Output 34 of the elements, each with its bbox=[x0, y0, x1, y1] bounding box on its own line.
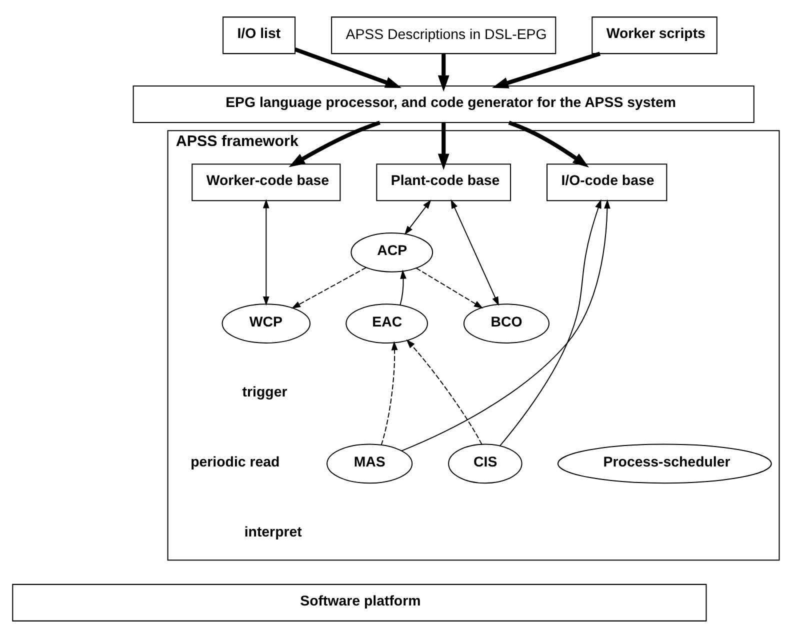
legend-label: interpret bbox=[244, 524, 302, 540]
arrow bbox=[438, 122, 450, 170]
arrow bbox=[508, 120, 589, 168]
arrow bbox=[402, 199, 610, 452]
arrow bbox=[438, 54, 450, 92]
arrow bbox=[291, 267, 366, 309]
arrow bbox=[500, 199, 602, 446]
node-ellipse: EAC bbox=[346, 304, 428, 344]
arrow bbox=[450, 199, 499, 306]
node-box: I/O list bbox=[222, 16, 296, 54]
arrow bbox=[416, 268, 484, 308]
node-ellipse: WCP bbox=[222, 304, 311, 344]
arrow bbox=[294, 47, 402, 88]
node-ellipse: Process-scheduler bbox=[557, 444, 772, 484]
node-box: Worker scripts bbox=[592, 16, 718, 54]
arrow bbox=[262, 199, 270, 306]
node-box: APSS Descriptions in DSL-EPG bbox=[331, 16, 556, 54]
arrow bbox=[406, 339, 482, 445]
arrow bbox=[380, 341, 398, 446]
node-box: Software platform bbox=[12, 584, 707, 622]
node-ellipse: MAS bbox=[326, 444, 413, 484]
legend-label: periodic read bbox=[190, 454, 280, 470]
legend-label: trigger bbox=[242, 384, 288, 400]
node-box: Worker-code base bbox=[192, 164, 341, 202]
arrow bbox=[404, 200, 432, 235]
node-ellipse: ACP bbox=[350, 232, 434, 272]
node-box: EPG language processor, and code generator for the APSS system bbox=[132, 86, 754, 124]
node-ellipse: BCO bbox=[463, 304, 550, 344]
arrow bbox=[492, 52, 601, 88]
arrow bbox=[400, 270, 406, 306]
node-ellipse: CIS bbox=[448, 444, 522, 484]
node-box: Plant-code base bbox=[376, 164, 512, 202]
node-box: I/O-code base bbox=[546, 164, 668, 202]
arrow bbox=[288, 120, 380, 168]
